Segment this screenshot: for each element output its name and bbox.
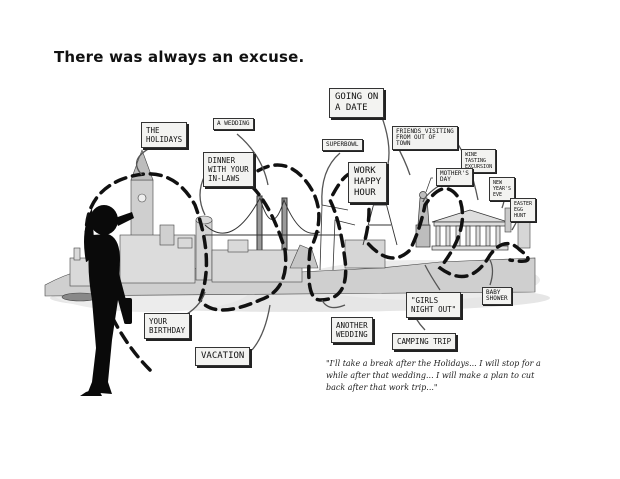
label-camping-trip: CAMPING TRIP bbox=[392, 333, 457, 350]
label-going-on-date: GOING ON A DATE bbox=[329, 88, 385, 118]
label-easter-egg-hunt: EASTER EGG HUNT bbox=[510, 198, 537, 222]
parthenon bbox=[431, 209, 509, 251]
label-girls-night-out: "GIRLS NIGHT OUT" bbox=[406, 292, 462, 318]
label-another-wedding: ANOTHER WEDDING bbox=[331, 317, 373, 343]
headline: There was always an excuse. bbox=[54, 48, 305, 66]
woman-silhouette bbox=[80, 205, 134, 396]
label-dinner-in-laws: DINNER WITH YOUR IN-LAWS bbox=[203, 152, 254, 187]
label-new-years-eve: NEW YEAR'S EVE bbox=[489, 177, 516, 201]
label-friends-visiting: FRIENDS VISITING FROM OUT OF TOWN bbox=[392, 126, 458, 150]
label-superbowl: SUPERBOWL bbox=[322, 139, 363, 151]
label-holidays: THE HOLIDAYS bbox=[141, 122, 188, 148]
label-vacation: VACATION bbox=[195, 347, 251, 366]
label-work-happy-hour: WORK HAPPY HOUR bbox=[348, 162, 388, 203]
label-wedding: A WEDDING bbox=[213, 118, 254, 130]
label-baby-shower: BABY SHOWER bbox=[482, 287, 512, 305]
city-skyline bbox=[44, 149, 536, 302]
label-mothers-day: MOTHER'S DAY bbox=[436, 168, 473, 186]
quote-caption: "I'll take a break after the Holidays...… bbox=[326, 359, 541, 392]
label-tasting-excursion: WINE TASTING EXCURSION bbox=[461, 149, 497, 173]
label-your-birthday: YOUR BIRTHDAY bbox=[144, 313, 191, 339]
bridge bbox=[204, 195, 340, 257]
statue-of-liberty bbox=[415, 177, 433, 248]
dashed-path bbox=[84, 163, 530, 372]
